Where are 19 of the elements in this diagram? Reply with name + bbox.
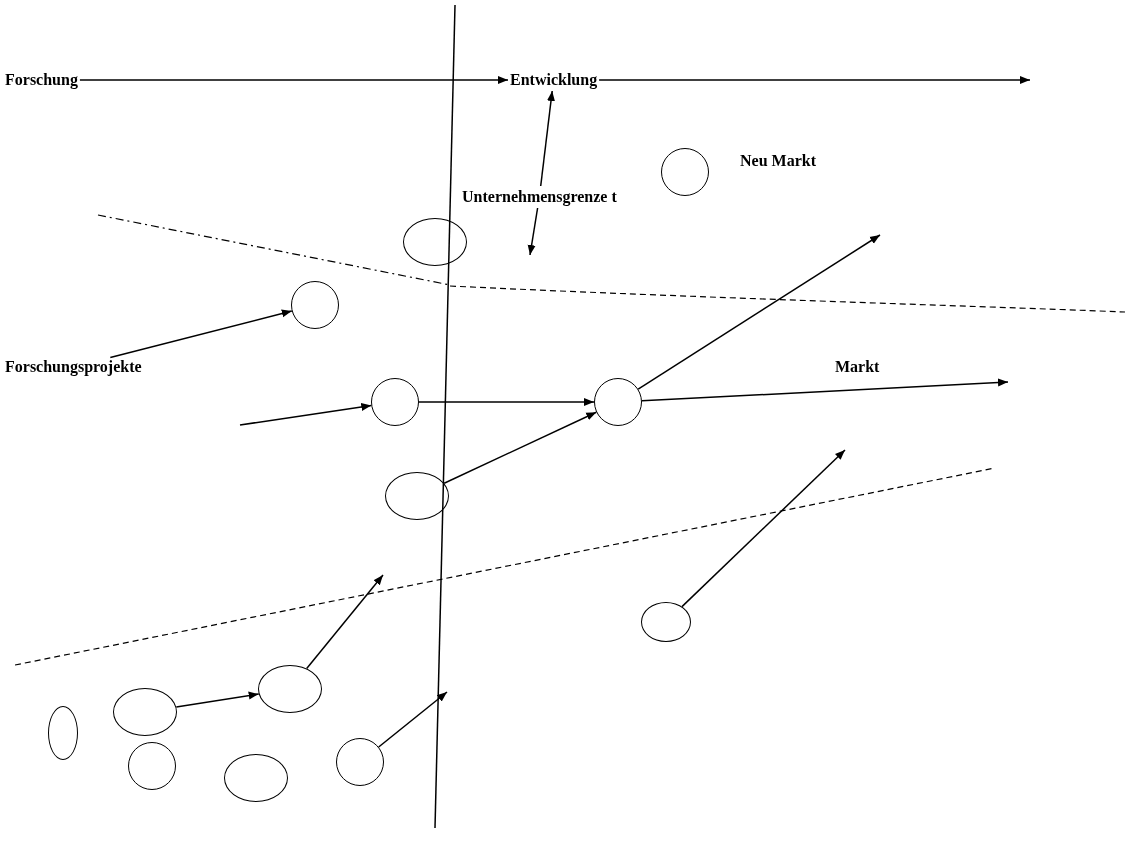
label-text: Entwicklung [510, 71, 598, 89]
arrow [443, 411, 598, 485]
arrow [598, 76, 1031, 84]
arrow [79, 76, 509, 84]
label-text: Forschung [5, 71, 78, 89]
arrow [239, 403, 373, 426]
arrow [175, 691, 260, 708]
label-text: Forschungsprojekte [5, 358, 142, 376]
arrow [641, 378, 1009, 402]
arrow [377, 691, 448, 748]
arrow [637, 234, 881, 390]
arrow [109, 309, 293, 359]
label-text: Neu Markt [740, 152, 816, 170]
arrow [539, 90, 555, 187]
label-text: Unternehmensgrenze t [462, 188, 617, 206]
arrow [527, 207, 539, 256]
arrow [418, 398, 595, 406]
arrow [681, 449, 846, 608]
arrow [305, 574, 384, 670]
